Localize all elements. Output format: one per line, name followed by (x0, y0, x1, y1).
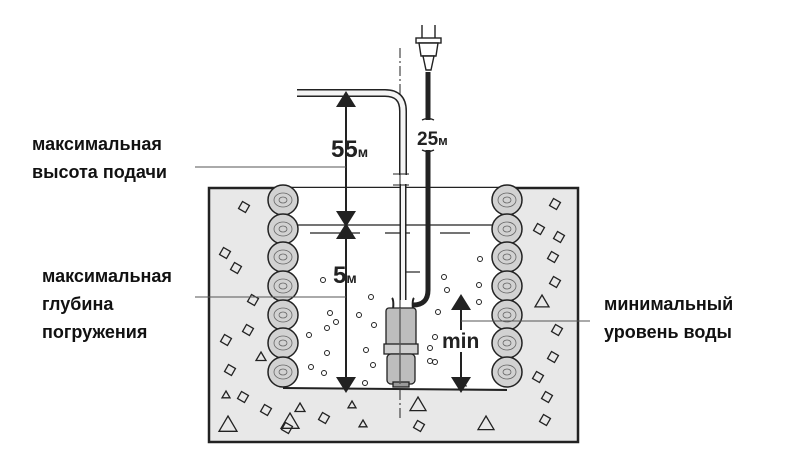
bubble (476, 282, 482, 288)
debris-square (237, 200, 251, 214)
debris-square (236, 390, 250, 404)
log-ring (491, 270, 523, 302)
debris-triangle (533, 293, 551, 308)
log-ring (491, 327, 523, 359)
debris-square (550, 323, 564, 337)
debris-square (219, 333, 233, 347)
debris-square (241, 323, 255, 337)
bubble (327, 310, 333, 316)
bubble (435, 309, 441, 315)
bubble (427, 345, 433, 351)
bubble (444, 287, 450, 293)
debris-square (552, 230, 566, 244)
min-label: min (442, 330, 479, 353)
bubble (441, 274, 447, 280)
debris-square (540, 390, 554, 404)
label-line: глубина (42, 294, 114, 314)
debris-square (229, 261, 243, 275)
log-ring (267, 184, 299, 216)
submersible-pump (383, 297, 419, 388)
bubble (321, 370, 327, 376)
min-level-label: минимальный уровень воды (604, 290, 733, 346)
bubble (356, 312, 362, 318)
log-ring (491, 299, 523, 331)
bubble (306, 332, 312, 338)
bubble (370, 362, 376, 368)
log-ring (267, 213, 299, 245)
depth-value: 5м (333, 262, 357, 289)
log-ring (491, 356, 523, 388)
bubble (476, 299, 482, 305)
debris-square (317, 411, 331, 425)
debris-square (548, 275, 562, 289)
log-ring (491, 184, 523, 216)
log-ring (491, 213, 523, 245)
bubble (477, 256, 483, 262)
bubble (371, 322, 377, 328)
log-ring (267, 327, 299, 359)
log-ring (491, 241, 523, 273)
debris-triangle (408, 395, 428, 412)
debris-triangle (346, 399, 358, 409)
label-line: уровень воды (604, 322, 732, 342)
debris-square (546, 250, 560, 264)
bubble (368, 294, 374, 300)
label-line: минимальный (604, 294, 734, 314)
debris-square (218, 246, 232, 260)
soil-debris (217, 197, 566, 435)
well-ring-logs (267, 184, 523, 388)
debris-square (532, 222, 546, 236)
debris-square (531, 370, 545, 384)
max-head-label: максимальная высота подачи (32, 130, 167, 186)
bubble (363, 347, 369, 353)
label-line: максимальная (32, 134, 162, 154)
log-ring (267, 299, 299, 331)
debris-square (538, 413, 552, 427)
debris-triangle (254, 350, 268, 362)
bubble (432, 359, 438, 365)
debris-square (546, 350, 560, 364)
debris-square (412, 419, 426, 433)
label-line: высота подачи (32, 162, 167, 182)
bubble (432, 334, 438, 340)
cable-value: 25м (417, 129, 448, 150)
plug-icon (415, 25, 442, 71)
debris-triangle (357, 418, 369, 428)
label-line: максимальная (42, 266, 172, 286)
bubble (308, 364, 314, 370)
label-line: погружения (42, 322, 148, 342)
debris-square (280, 421, 294, 435)
leader-lines (195, 166, 590, 322)
head-value: 55м (331, 136, 368, 163)
bubble (324, 325, 330, 331)
bubble (362, 380, 368, 386)
debris-square (548, 197, 562, 211)
debris-square (223, 363, 237, 377)
bubble (320, 277, 326, 283)
debris-triangle (217, 414, 239, 432)
debris-triangle (220, 389, 232, 399)
log-ring (267, 356, 299, 388)
debris-triangle (293, 401, 307, 413)
discharge-pipe (297, 89, 409, 300)
log-ring (267, 241, 299, 273)
debris-triangle (279, 411, 301, 429)
debris-square (259, 403, 273, 417)
debris-triangle (476, 414, 496, 431)
water-bubbles (306, 256, 483, 386)
power-cable (412, 72, 435, 308)
max-depth-label: максимальная глубина погружения (42, 262, 172, 346)
bubble (324, 350, 330, 356)
